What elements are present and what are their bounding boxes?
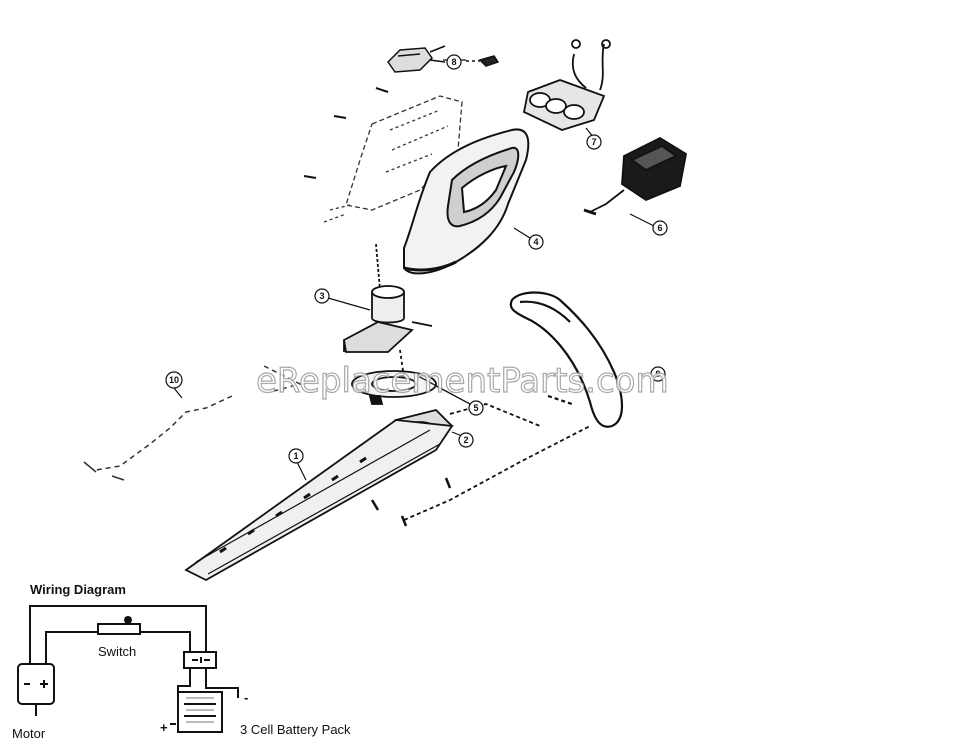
switch-symbol	[97, 623, 141, 635]
motor-label: Motor	[12, 726, 46, 741]
callout-labels: 8 7 6 4 3 5 2 1 9 10	[169, 57, 663, 461]
callout-7: 7	[591, 137, 596, 147]
callout-circle-2	[458, 432, 474, 448]
callout-circle-3	[314, 288, 330, 304]
callout-circle-1	[288, 448, 304, 464]
part-5-gear[interactable]	[351, 349, 437, 405]
battery-symbol	[177, 691, 223, 733]
callout-circle-4	[528, 234, 544, 250]
battery-minus-sign: -	[244, 690, 248, 705]
wiring-diagram: Wiring Diagram Switch Motor	[12, 582, 351, 741]
wiring-diagram-title: Wiring Diagram	[30, 582, 126, 597]
callout-circle-8	[446, 54, 462, 70]
part-7-battery-pack[interactable]	[522, 39, 611, 131]
part-4-handle-housing[interactable]	[403, 128, 530, 275]
part-8-charger-plug[interactable]	[387, 45, 500, 73]
callout-5: 5	[473, 403, 478, 413]
callout-2: 2	[463, 435, 468, 445]
callout-6: 6	[657, 223, 662, 233]
callout-circle-10	[165, 371, 183, 389]
part-1-blade[interactable]	[184, 403, 591, 582]
callouts	[165, 54, 668, 481]
battery-pack-label: 3 Cell Battery Pack	[240, 722, 351, 737]
motor-symbol	[17, 663, 55, 705]
screws-top	[303, 87, 389, 179]
callout-8: 8	[451, 57, 456, 67]
part-3-motor[interactable]	[343, 243, 433, 353]
callout-circle-6	[652, 220, 668, 236]
callout-circle-5	[468, 400, 484, 416]
callout-1: 1	[293, 451, 298, 461]
part-9-front-guard[interactable]	[509, 291, 623, 428]
callout-9: 9	[655, 369, 660, 379]
watermark-text: eReplacementParts.com	[256, 361, 669, 401]
switch-label: Switch	[98, 644, 136, 659]
callout-circle-9	[650, 366, 666, 382]
housing-left-half[interactable]	[323, 95, 463, 223]
part-6-charger[interactable]	[583, 136, 687, 216]
part-10-wire[interactable]	[83, 365, 303, 481]
battery-plus-sign: +	[160, 720, 168, 735]
callout-4: 4	[533, 237, 538, 247]
callout-circle-7	[586, 134, 602, 150]
callout-3: 3	[319, 291, 324, 301]
callout-10: 10	[169, 375, 179, 385]
